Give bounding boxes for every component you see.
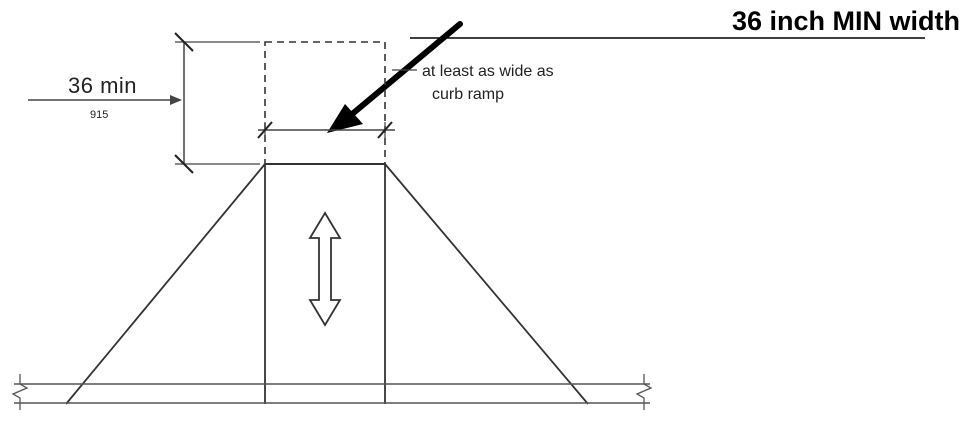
note-line-1: at least as wide as xyxy=(422,63,554,80)
dimension-label-arrowhead xyxy=(170,95,182,105)
right-break-mark xyxy=(635,374,653,410)
left-flare xyxy=(65,163,266,405)
leader-arrow-shaft xyxy=(342,21,463,123)
leader-arrow-head xyxy=(327,104,363,133)
width-tick-right xyxy=(377,121,393,139)
dimension-tick-top xyxy=(174,32,194,52)
note-line-2: curb ramp xyxy=(432,86,504,103)
direction-double-arrow-icon xyxy=(308,211,342,327)
dimension-tick-bottom xyxy=(174,154,194,174)
callout-title: 36 inch MIN width xyxy=(731,6,960,36)
width-tick-left xyxy=(257,121,273,139)
left-break-mark xyxy=(11,374,29,410)
dimension-label: 36 min xyxy=(68,73,137,98)
dimension-metric: 915 xyxy=(90,109,108,121)
right-flare xyxy=(384,163,589,405)
